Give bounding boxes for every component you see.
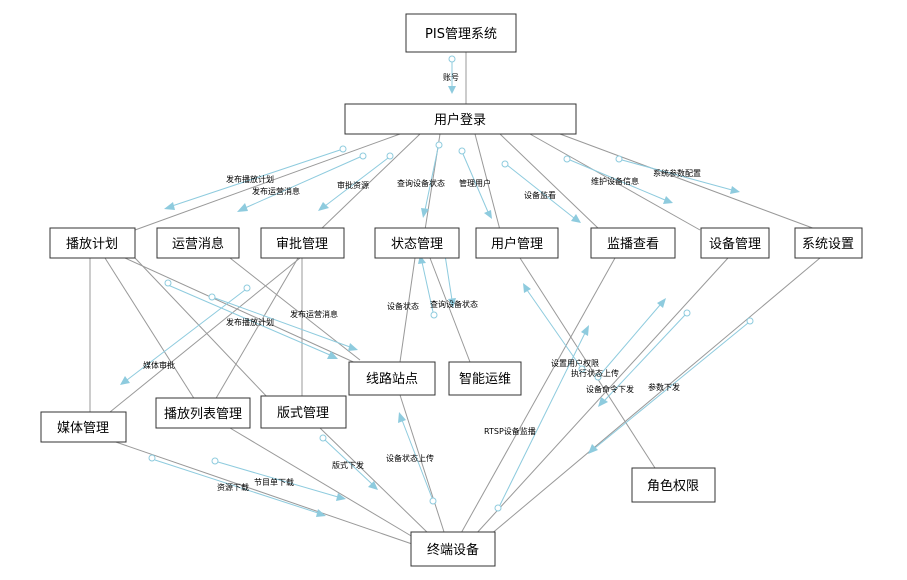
flow-arrow-set-perm (523, 283, 586, 373)
node-status-mgmt-label: 状态管理 (391, 237, 443, 252)
node-media-mgmt[interactable]: 媒体管理 (40, 411, 127, 443)
label-exec-upload: 执行状态上传 (571, 368, 619, 378)
label-set-perm: 设置用户权限 (551, 358, 599, 368)
flow-arrow-dev-monitor (501, 160, 581, 223)
node-terminal-device-label: 终端设备 (427, 542, 479, 558)
label-maintain-info: 维护设备信息 (591, 176, 639, 186)
node-playlist-mgmt-label: 播放列表管理 (164, 407, 242, 422)
flow-arrow-maintain-info (563, 155, 673, 204)
flow-arrow-res-dl (148, 454, 326, 517)
node-playlist-mgmt[interactable]: 播放列表管理 (155, 397, 251, 429)
node-line-station-label: 线路站点 (366, 371, 418, 387)
label-sys-param: 系统参数配置 (653, 168, 701, 178)
label-pub-ops2: 发布运营消息 (290, 309, 338, 319)
label-param-down: 参数下发 (648, 382, 680, 392)
node-play-plan[interactable]: 播放计划 (49, 227, 136, 259)
label-layout-down: 版式下发 (332, 460, 364, 470)
label-approve-res: 审批资源 (337, 180, 369, 190)
label-media-approve: 媒体审批 (143, 360, 175, 370)
flow-arrow-status-upload (398, 412, 437, 505)
node-user-mgmt[interactable]: 用户管理 (475, 227, 559, 259)
label-account: 账号 (443, 73, 459, 82)
label-dev-status: 设备状态 (387, 301, 419, 311)
node-smart-ops[interactable]: 智能运维 (448, 361, 522, 396)
node-role-permission[interactable]: 角色权限 (631, 467, 716, 503)
label-status-upload: 设备状态上传 (386, 453, 434, 463)
label-pub-plan2: 发布播放计划 (226, 317, 274, 327)
node-user-login-label: 用户登录 (434, 112, 486, 128)
flow-arrow-pub-ops2 (208, 293, 358, 351)
flow-arrow-rtsp (494, 325, 589, 512)
flow-arrow-layout-down (319, 434, 378, 490)
flow-arrow-sys-param (615, 155, 740, 194)
node-terminal-device[interactable]: 终端设备 (410, 531, 496, 567)
flow-arrow-account (448, 55, 456, 94)
node-system-settings-label: 系统设置 (802, 237, 854, 252)
flow-arrow-exec-upload (594, 298, 666, 381)
node-role-permission-label: 角色权限 (647, 478, 699, 494)
flow-arrow-manage-user (458, 147, 492, 219)
node-approval-mgmt[interactable]: 审批管理 (260, 227, 345, 259)
node-smart-ops-label: 智能运维 (459, 372, 511, 387)
label-manage-user: 管理用户 (459, 178, 491, 188)
node-device-mgmt[interactable]: 设备管理 (700, 227, 770, 259)
label-res-dl: 资源下载 (217, 482, 249, 492)
node-user-mgmt-label: 用户管理 (491, 236, 543, 252)
node-layout-mgmt-label: 版式管理 (277, 406, 329, 421)
node-pis-system[interactable]: PIS管理系统 (405, 13, 517, 53)
node-media-mgmt-label: 媒体管理 (57, 421, 109, 436)
node-pis-system-label: PIS管理系统 (425, 27, 497, 42)
edge-labels: 账号 发布播放计划 发布运营消息 审批资源 查询设备状态 管理用户 设备监看 维… (143, 73, 701, 492)
node-layout-mgmt[interactable]: 版式管理 (260, 395, 347, 429)
flow-arrow-dev-cmd (598, 309, 691, 407)
flow-arrow-program-dl (211, 457, 346, 501)
relationship-lines (89, 52, 821, 546)
node-status-mgmt[interactable]: 状态管理 (374, 227, 460, 259)
node-monitor-view-label: 监播查看 (607, 236, 659, 252)
flow-arrow-pub-plan2 (164, 279, 338, 359)
label-pub-ops: 发布运营消息 (252, 186, 300, 196)
flow-arrow-query-status (421, 141, 443, 218)
label-program-dl: 节目单下载 (254, 477, 294, 487)
flow-arrow-pub-plan (164, 145, 347, 210)
flow-arrow-param-down (588, 317, 754, 454)
node-ops-message-label: 运营消息 (172, 236, 224, 252)
flow-arrow-approve-res (318, 152, 394, 211)
node-device-mgmt-label: 设备管理 (709, 236, 761, 252)
node-line-station[interactable]: 线路站点 (348, 361, 436, 396)
node-approval-mgmt-label: 审批管理 (276, 237, 328, 252)
flow-arrow-pub-ops (237, 152, 367, 212)
label-pub-plan: 发布播放计划 (226, 174, 274, 184)
node-play-plan-label: 播放计划 (66, 237, 118, 252)
node-monitor-view[interactable]: 监播查看 (590, 227, 676, 259)
label-query-status: 查询设备状态 (397, 178, 445, 188)
flow-arrow-media-approve (120, 284, 251, 385)
label-dev-cmd: 设备命令下发 (586, 384, 634, 394)
label-query-status2: 查询设备状态 (430, 299, 478, 309)
node-system-settings[interactable]: 系统设置 (794, 227, 863, 259)
node-user-login[interactable]: 用户登录 (344, 103, 577, 135)
node-ops-message[interactable]: 运营消息 (156, 227, 240, 259)
flow-arrows (120, 55, 754, 517)
label-rtsp: RTSP设备监播 (484, 426, 536, 436)
nodes: PIS管理系统 用户登录 播放计划 运营消息 审批管理 状态管理 用户管理 监播… (40, 13, 863, 567)
label-dev-monitor: 设备监看 (524, 190, 556, 200)
